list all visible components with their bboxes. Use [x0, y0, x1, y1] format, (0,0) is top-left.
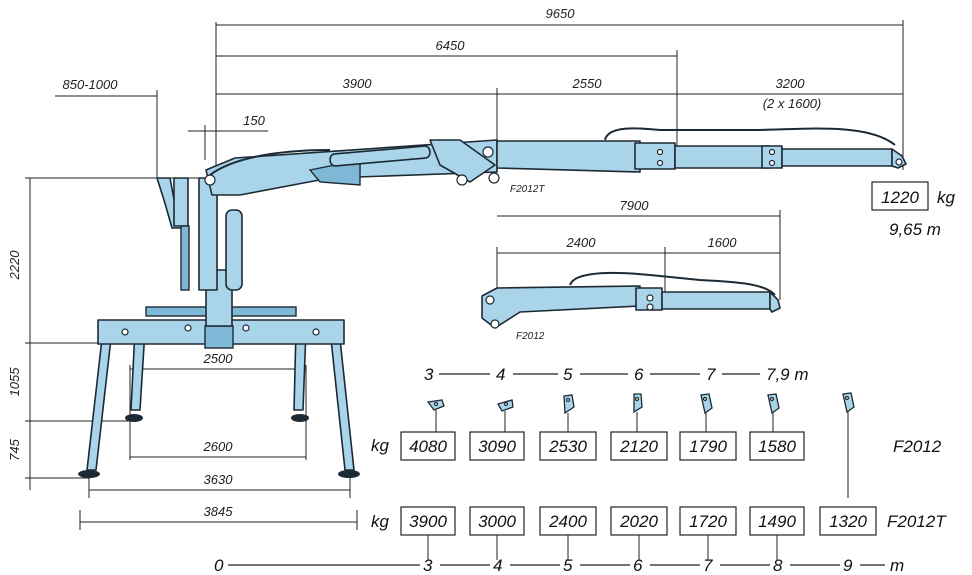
crane-f2012	[481, 271, 781, 329]
tip-load-value: 1220	[881, 188, 919, 207]
f2012-load-6m: 2120	[619, 437, 658, 456]
reach-tick-5: 5	[563, 556, 573, 575]
dim-3200: 3200	[776, 76, 806, 91]
dim-7900: 7900	[620, 198, 650, 213]
reach-tick-3: 3	[423, 556, 433, 575]
f2012t-load-6m: 2020	[619, 512, 658, 531]
f2012-tick-7-9m: 7,9 m	[766, 365, 809, 384]
label-f2012t: F2012T	[510, 184, 545, 195]
dim-2400: 2400	[566, 235, 597, 250]
f2012-reach-scale: 3 4 5 6 7 7,9 m	[424, 365, 809, 384]
f2012-kg-label: kg	[371, 436, 390, 455]
f2012t-load-3m: 3900	[409, 512, 447, 531]
f2012t-kg-label: kg	[371, 512, 390, 531]
dim-9650: 9650	[546, 6, 576, 21]
tip-load: 1220 kg 9,65 m	[871, 181, 956, 239]
short-boom-dimensions: 7900 2400 1600	[496, 198, 781, 300]
grapple-icons	[426, 392, 855, 498]
hydraulic-hoses	[604, 127, 896, 146]
f2012-load-7-9m: 1580	[758, 437, 796, 456]
dim-850-1000: 850-1000	[63, 77, 119, 92]
f2012t-load-4m: 3000	[478, 512, 516, 531]
reach-tick-7: 7	[703, 556, 713, 575]
tip-load-reach: 9,65 m	[889, 220, 941, 239]
grapple-icon-5	[700, 393, 713, 432]
f2012-tick-4: 4	[496, 365, 505, 384]
dim-745: 745	[7, 438, 22, 460]
reach-tick-0: 0	[214, 556, 224, 575]
short-outer-boom	[481, 285, 641, 329]
tip-load-box	[871, 181, 929, 211]
f2012-tick-5: 5	[563, 365, 573, 384]
grapple-icon-4	[633, 393, 643, 432]
dim-2550: 2550	[572, 76, 603, 91]
f2012t-load-5m: 2400	[548, 512, 587, 531]
grapple-icon-6	[767, 393, 780, 432]
label-f2012-small: F2012	[516, 331, 545, 342]
top-dimensions: 9650 6450 3900 2550 3200 (2 x 1600) 850-…	[55, 6, 904, 178]
reach-tick-6: 6	[633, 556, 643, 575]
grapple-icon-2	[497, 399, 514, 432]
dim-2x1600: (2 x 1600)	[763, 96, 822, 111]
dim-1600: 1600	[708, 235, 738, 250]
f2012t-model-label: F2012T	[887, 512, 947, 531]
tip-load-unit: kg	[937, 188, 956, 207]
reach-scale: 0 3 4 5 6 7 8 9 m	[214, 556, 904, 575]
dim-3630: 3630	[204, 472, 234, 487]
f2012t-load-8m: 1490	[758, 512, 796, 531]
f2012-load-7m: 1790	[689, 437, 727, 456]
f2012-load-row: kg 4080 3090 2530 2120 1790 1580 F2012	[371, 431, 942, 461]
dim-3845: 3845	[204, 504, 234, 519]
knuckle	[429, 139, 496, 183]
dim-2220: 2220	[7, 250, 22, 281]
crane-f2012t	[78, 127, 907, 478]
dim-150: 150	[243, 113, 265, 128]
f2012-load-3m: 4080	[409, 437, 447, 456]
f2012t-load-9m: 1320	[829, 512, 867, 531]
dim-2500: 2500	[203, 351, 234, 366]
outer-boom	[496, 140, 641, 173]
extension-1	[674, 145, 771, 169]
f2012-model-label: F2012	[893, 437, 942, 456]
f2012-tick-7: 7	[706, 365, 716, 384]
f2012t-load-row: kg 3900 3000 2400 2020 1720 1490 1320 F2…	[371, 506, 947, 560]
extension-2	[781, 148, 893, 167]
dim-2600: 2600	[203, 439, 234, 454]
f2012-tick-6: 6	[634, 365, 644, 384]
grapple-icon-3	[563, 394, 575, 432]
short-extension	[661, 291, 771, 310]
grapple-icon-7	[842, 392, 855, 498]
grapple-icon-1	[426, 399, 445, 432]
reach-tick-4: 4	[493, 556, 502, 575]
reach-tick-m: m	[890, 556, 904, 575]
f2012-tick-3: 3	[424, 365, 434, 384]
reach-tick-8: 8	[773, 556, 783, 575]
dim-3900: 3900	[343, 76, 373, 91]
dim-6450: 6450	[436, 38, 466, 53]
base-dimensions: 2500 2600 3630 3845	[79, 351, 358, 530]
dim-1055: 1055	[7, 367, 22, 397]
f2012-load-5m: 2530	[548, 437, 587, 456]
f2012t-load-7m: 1720	[689, 512, 727, 531]
vertical-dimensions: 2220 1055 745	[7, 177, 205, 490]
f2012-load-4m: 3090	[478, 437, 516, 456]
reach-tick-9: 9	[843, 556, 853, 575]
